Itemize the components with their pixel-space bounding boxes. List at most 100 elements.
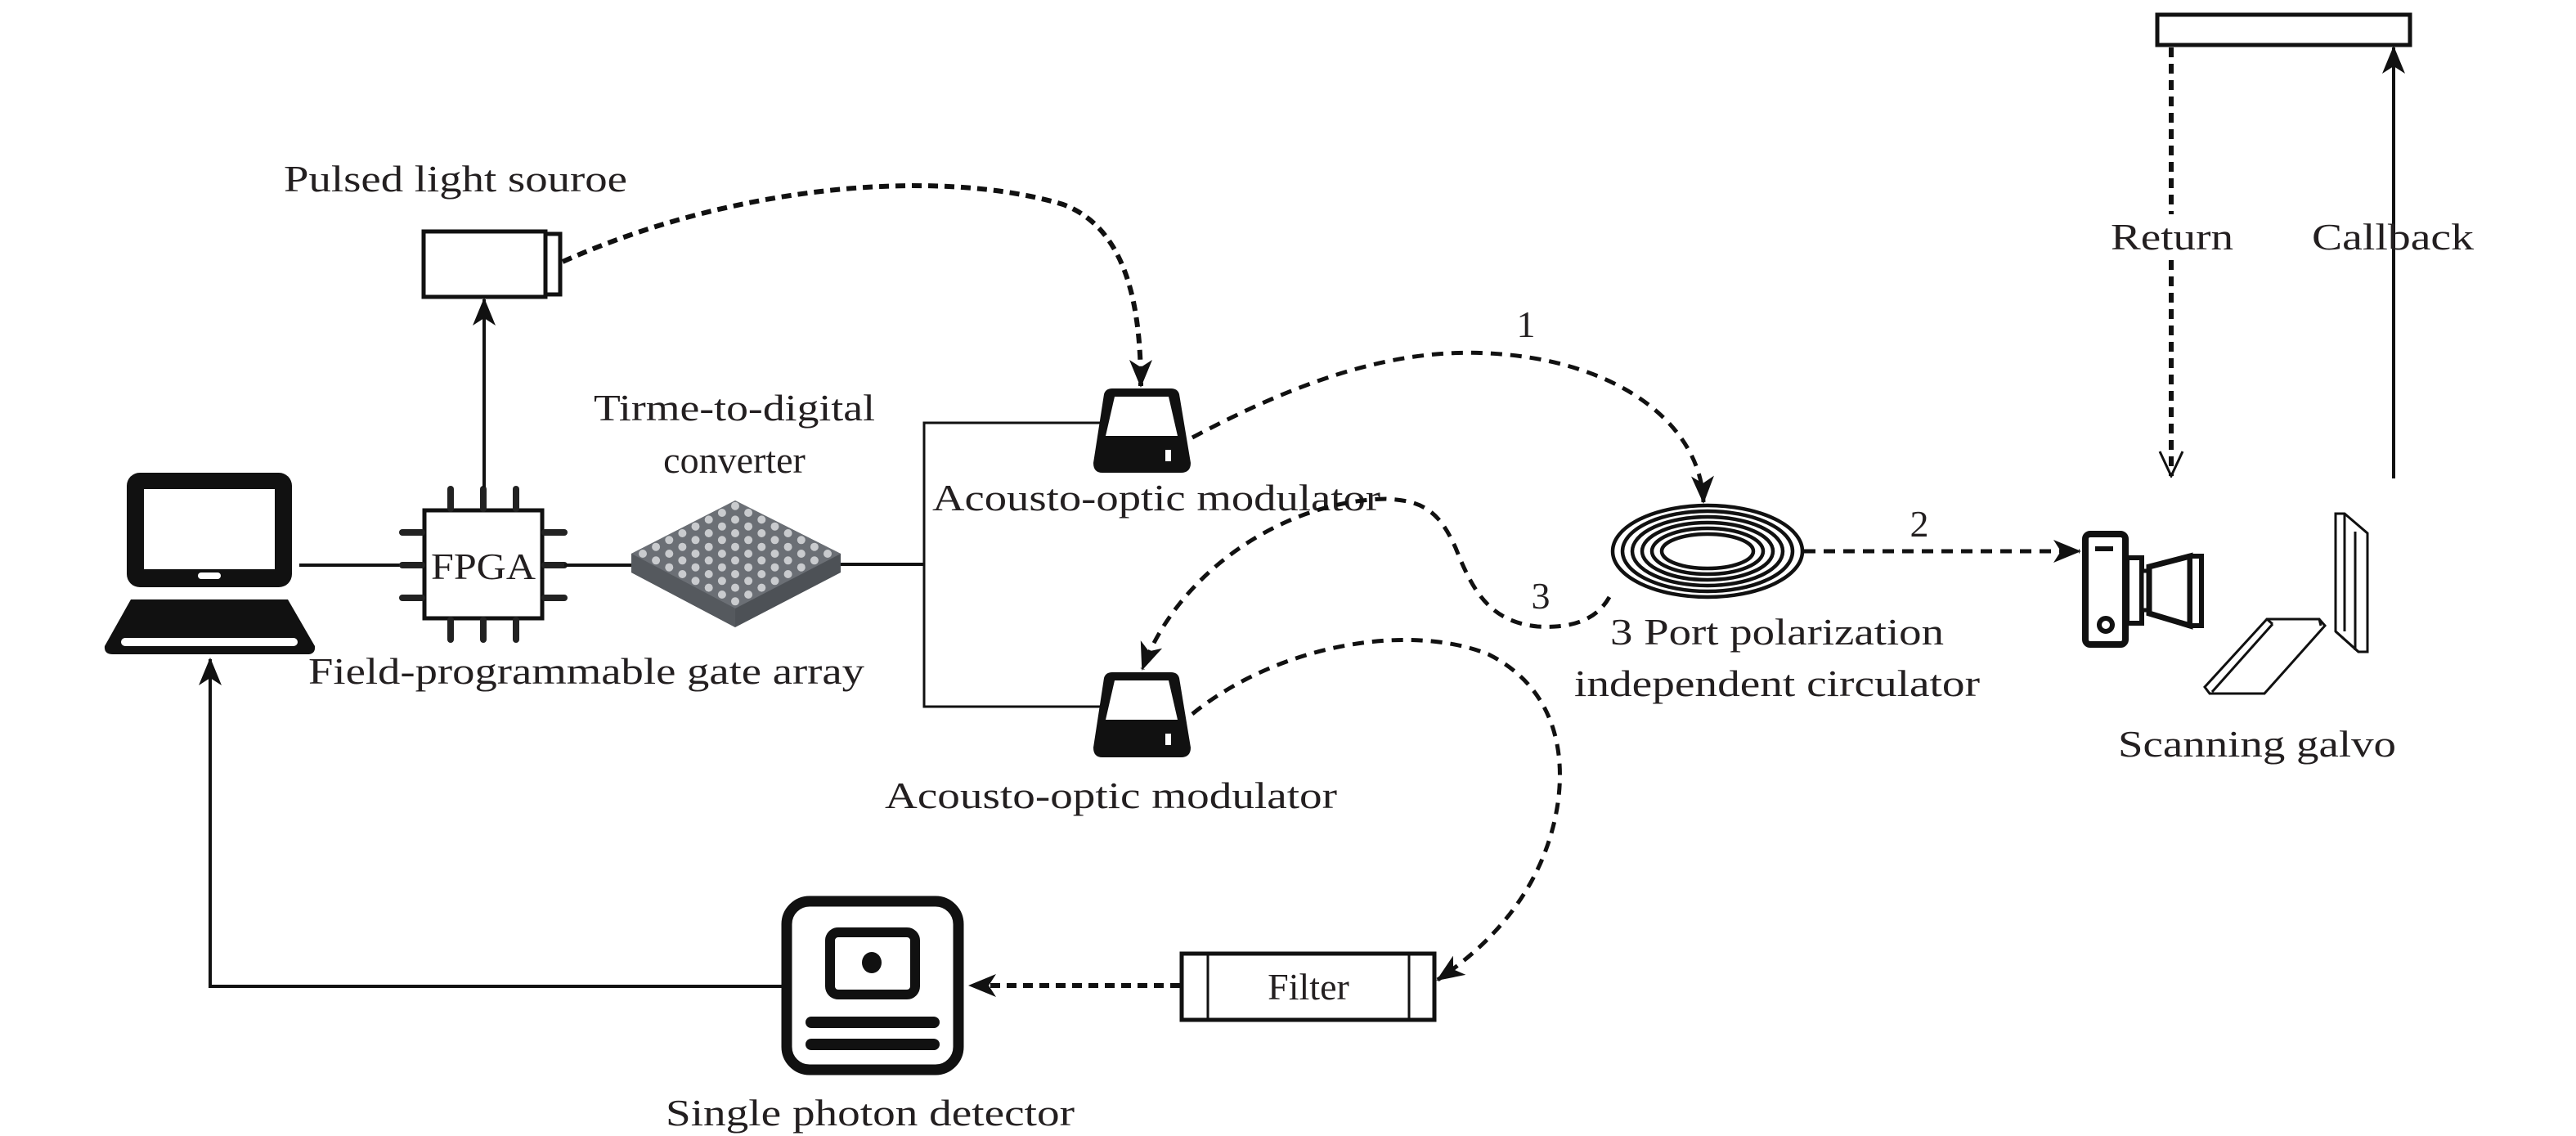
- tdc-solder-ball: [770, 550, 779, 558]
- galvo-mirrors-icon: [2203, 512, 2369, 695]
- circulator-label-line1: 3 Port polarization: [1610, 611, 1944, 653]
- detector-label: Single photon detector: [666, 1092, 1075, 1134]
- filter-label: Filter: [1268, 966, 1349, 1008]
- tdc-solder-ball: [704, 570, 713, 578]
- tdc-solder-ball: [665, 563, 674, 572]
- beam-1: [1191, 350, 1714, 504]
- tdc-solder-ball: [810, 556, 819, 565]
- tdc-solder-ball: [744, 522, 753, 531]
- tdc-solder-ball: [717, 550, 726, 558]
- tdc-solder-ball: [731, 542, 739, 551]
- circulator-label-line2: independent circulator: [1574, 662, 1980, 704]
- tdc-solder-ball: [717, 590, 726, 599]
- tdc-solder-ball: [744, 563, 753, 572]
- callback-label: Callback: [2312, 216, 2474, 258]
- tdc-solder-ball: [691, 536, 700, 545]
- circulator-icon: [1610, 503, 1805, 599]
- tdc-solder-ball: [652, 542, 661, 551]
- tdc-solder-ball: [797, 536, 806, 545]
- callback-label-bg-left: [2308, 214, 2386, 255]
- aom-bus: [922, 421, 1100, 708]
- tdc-solder-ball: [824, 550, 832, 558]
- source-to-aom-beam: [561, 183, 1152, 388]
- fpga-caption: Field-programmable gate array: [308, 650, 864, 692]
- aom-bottom-icon: [1093, 672, 1191, 757]
- tdc-solder-ball: [665, 550, 674, 558]
- tdc-solder-ball: [731, 529, 739, 537]
- tdc-solder-ball: [704, 515, 713, 524]
- tdc-solder-ball: [704, 583, 713, 592]
- tdc-solder-ball: [717, 563, 726, 572]
- fpga-chip-icon: FPGA: [399, 486, 568, 643]
- tdc-solder-ball: [717, 577, 726, 586]
- tdc-solder-ball: [731, 583, 739, 592]
- tdc-solder-ball: [757, 570, 766, 578]
- tdc-chip-icon: [631, 501, 841, 627]
- tdc-solder-ball: [744, 577, 753, 586]
- tdc-solder-ball: [770, 563, 779, 572]
- tdc-solder-ball: [717, 536, 726, 545]
- return-label-bg: [2106, 214, 2238, 255]
- tdc-solder-ball: [783, 570, 792, 578]
- tdc-solder-ball: [678, 556, 687, 565]
- port-2-label: 2: [1910, 503, 1929, 545]
- light-source-icon: [421, 229, 563, 299]
- tdc-solder-ball: [665, 536, 674, 545]
- aom-top-icon: [1093, 388, 1191, 473]
- detector-icon: [781, 896, 964, 1075]
- fpga-chip-label: FPGA: [431, 546, 536, 587]
- tdc-solder-ball: [783, 542, 792, 551]
- tdc-solder-ball: [691, 563, 700, 572]
- tdc-solder-ball: [731, 570, 739, 578]
- tdc-solder-ball: [691, 550, 700, 558]
- aom-bottom-label: Acousto-optic modulator: [885, 775, 1337, 816]
- tdc-solder-ball: [678, 570, 687, 578]
- tdc-solder-ball: [731, 556, 739, 565]
- tdc-solder-ball: [652, 556, 661, 565]
- tdc-solder-ball: [717, 509, 726, 517]
- tdc-solder-ball: [757, 583, 766, 592]
- tdc-solder-ball: [678, 529, 687, 537]
- tdc-solder-ball: [731, 515, 739, 524]
- detector-to-laptop-link: [199, 658, 783, 988]
- aom-top-label: Acousto-optic modulator: [932, 477, 1380, 519]
- tdc-solder-ball: [744, 550, 753, 558]
- tdc-solder-ball: [744, 536, 753, 545]
- tdc-solder-ball: [717, 522, 726, 531]
- port-1-label: 1: [1517, 303, 1536, 345]
- port-3-label: 3: [1532, 575, 1551, 617]
- tdc-solder-ball: [770, 536, 779, 545]
- tdc-solder-ball: [691, 577, 700, 586]
- tdc-solder-ball: [783, 529, 792, 537]
- galvo-label: Scanning galvo: [2118, 723, 2396, 765]
- tdc-solder-ball: [770, 522, 779, 531]
- tdc-solder-ball: [757, 556, 766, 565]
- tdc-solder-ball: [744, 509, 753, 517]
- tdc-solder-ball: [757, 542, 766, 551]
- laptop-icon: [104, 473, 316, 654]
- tdc-solder-ball: [731, 501, 739, 510]
- tdc-solder-ball: [639, 550, 647, 558]
- tdc-solder-ball: [757, 515, 766, 524]
- callback-label-bg-right: [2399, 214, 2480, 255]
- tdc-solder-ball: [704, 542, 713, 551]
- target-plate-icon: [2155, 12, 2412, 47]
- tdc-solder-ball: [731, 597, 739, 606]
- light-source-label: Pulsed light souroe: [284, 158, 627, 200]
- aom-to-filter-beam: [1191, 637, 1562, 982]
- tdc-solder-ball: [704, 556, 713, 565]
- collimator-icon: [2082, 531, 2204, 648]
- tdc-label-line2: converter: [663, 439, 806, 481]
- tdc-solder-ball: [691, 522, 700, 531]
- tdc-solder-ball: [704, 529, 713, 537]
- return-label: Return: [2111, 216, 2233, 258]
- tdc-solder-ball: [810, 542, 819, 551]
- filter-icon: Filter: [1179, 951, 1437, 1022]
- tdc-solder-ball: [770, 577, 779, 586]
- tdc-solder-ball: [744, 590, 753, 599]
- tdc-solder-ball: [678, 542, 687, 551]
- tdc-solder-ball: [783, 556, 792, 565]
- tdc-solder-ball: [757, 529, 766, 537]
- tdc-solder-ball: [797, 550, 806, 558]
